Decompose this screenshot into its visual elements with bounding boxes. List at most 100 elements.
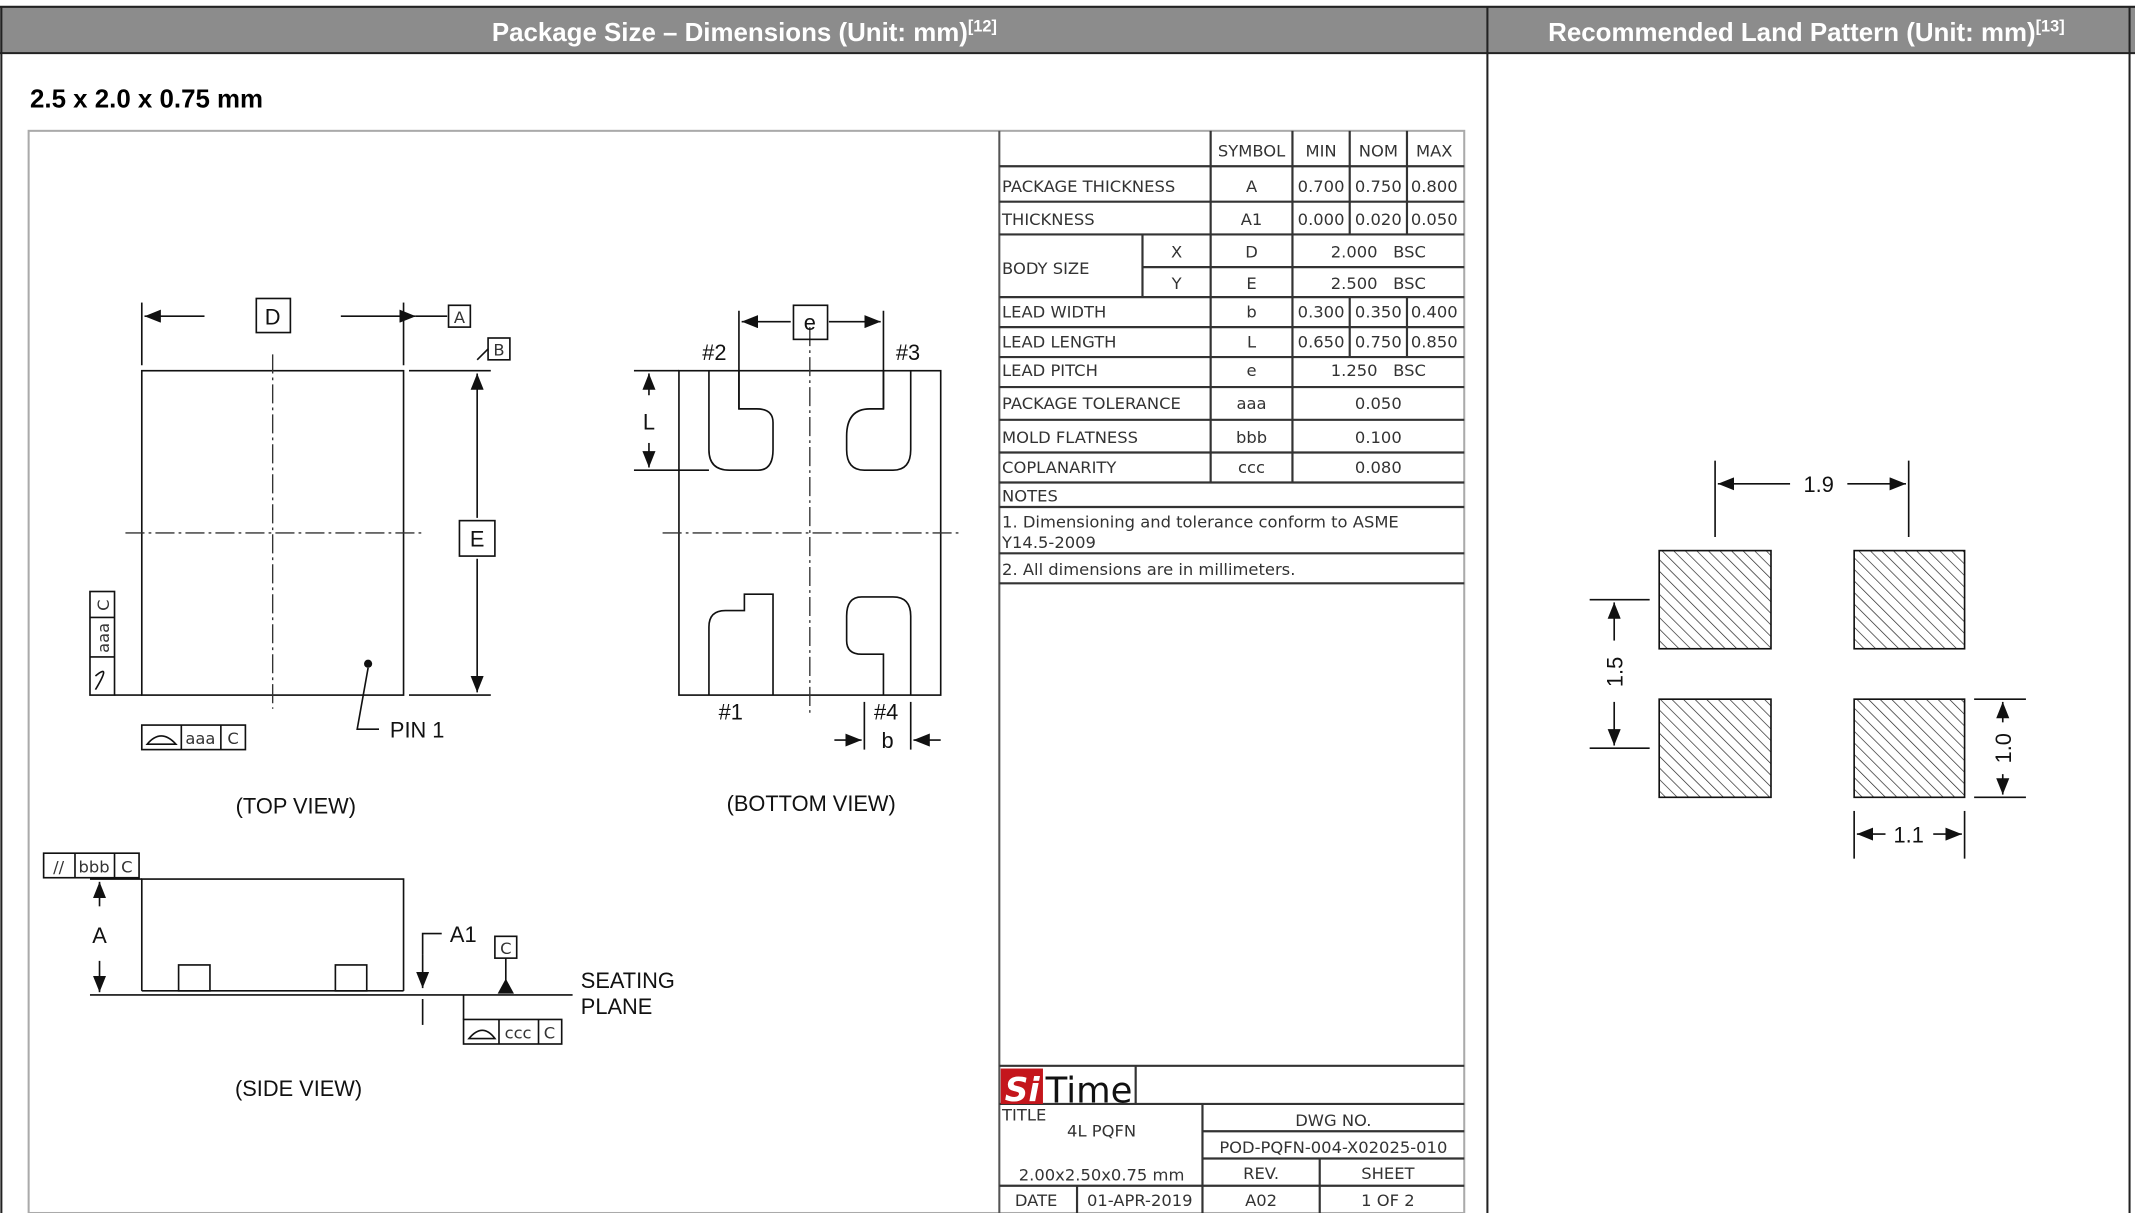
svg-text:0.080: 0.080 xyxy=(1355,458,1402,477)
svg-text:LEAD PITCH: LEAD PITCH xyxy=(1002,361,1098,380)
note-1-cont: Y14.5-2009 xyxy=(1001,533,1096,552)
svg-text:0.020: 0.020 xyxy=(1355,210,1402,229)
svg-text:0.050: 0.050 xyxy=(1411,210,1458,229)
svg-text:Si: Si xyxy=(1005,1071,1041,1109)
pin1-bottom-label: #1 xyxy=(719,700,743,725)
sitime-logo: Si Time xyxy=(1000,1068,1132,1112)
pitch-y-label: 1.5 xyxy=(1602,657,1627,687)
sheet-label: SHEET xyxy=(1361,1164,1415,1183)
dim-pitch-label: e xyxy=(804,310,816,335)
svg-text:0.300: 0.300 xyxy=(1298,303,1345,322)
table-row: BODY SIZE X D 2.000 BSC xyxy=(1002,243,1426,278)
svg-text:0.700: 0.700 xyxy=(1298,177,1345,196)
svg-text:THICKNESS: THICKNESS xyxy=(1001,210,1095,229)
tol-aaa: aaa xyxy=(185,729,215,748)
land-pad xyxy=(1853,698,1966,799)
svg-text:b: b xyxy=(1246,303,1256,322)
dwg-no-label: DWG NO. xyxy=(1295,1111,1371,1130)
svg-text:LEAD LENGTH: LEAD LENGTH xyxy=(1002,333,1116,352)
dwg-no: POD-PQFN-004-X02025-010 xyxy=(1219,1138,1447,1157)
svg-text:2.500 BSC: 2.500 BSC xyxy=(1331,274,1426,293)
svg-text:0.750: 0.750 xyxy=(1355,333,1402,352)
package-size-label: 2.5 x 2.0 x 0.75 mm xyxy=(30,86,263,114)
svg-text:bbb: bbb xyxy=(1236,428,1267,447)
svg-text:0.100: 0.100 xyxy=(1355,428,1402,447)
svg-text:A: A xyxy=(1246,177,1258,196)
svg-text:A1: A1 xyxy=(1241,210,1263,229)
table-row: LEAD LENGTH L 0.650 0.750 0.850 xyxy=(1002,333,1458,352)
notes-title: NOTES xyxy=(1002,487,1058,506)
rev-label: REV. xyxy=(1243,1164,1279,1183)
svg-text:0.000: 0.000 xyxy=(1298,210,1345,229)
title-block: Si Time TITLE 4L PQFN 2.00x2.50x0.75 mm … xyxy=(999,1064,1465,1213)
svg-text:aaa: aaa xyxy=(94,623,113,653)
table-row: THICKNESS A1 0.000 0.020 0.050 xyxy=(1001,210,1458,229)
svg-text:MOLD FLATNESS: MOLD FLATNESS xyxy=(1002,428,1138,447)
rev-value: A02 xyxy=(1245,1191,1277,1210)
svg-text:2.000 BSC: 2.000 BSC xyxy=(1331,243,1426,262)
svg-text:BODY SIZE: BODY SIZE xyxy=(1002,259,1089,278)
col-nom: NOM xyxy=(1359,142,1398,161)
datum-a: A xyxy=(454,308,466,327)
pin4-label: #4 xyxy=(874,700,898,725)
top-view: D A E B PIN 1 aaa C aaa C (TOP VIEW) xyxy=(89,297,511,819)
land-pad xyxy=(1853,549,1966,650)
svg-text:Y: Y xyxy=(1171,274,1183,293)
svg-text:0.750: 0.750 xyxy=(1355,177,1402,196)
tol-ccc: ccc xyxy=(505,1024,532,1043)
col-symbol: SYMBOL xyxy=(1218,142,1286,161)
header-package-size: Package Size – Dimensions (Unit: mm)[12] xyxy=(492,17,997,47)
svg-text:0.800: 0.800 xyxy=(1411,177,1458,196)
svg-text:aaa: aaa xyxy=(1237,394,1267,413)
dim-d-label: D xyxy=(265,304,281,329)
svg-text:D: D xyxy=(1245,243,1258,262)
tol-bbb: bbb xyxy=(79,857,110,876)
table-row: PACKAGE TOLERANCE aaa 0.050 xyxy=(1002,394,1402,413)
seating-label: SEATING xyxy=(581,968,675,993)
table-row: LEAD PITCH e 1.250 BSC xyxy=(1002,361,1426,380)
date-label: DATE xyxy=(1015,1191,1058,1210)
pad-height-label: 1.0 xyxy=(1991,733,2016,763)
svg-text:C: C xyxy=(94,599,113,610)
table-row: Y E 2.500 BSC xyxy=(1171,274,1426,293)
side-view-caption: (SIDE VIEW) xyxy=(235,1076,362,1101)
svg-text:0.050: 0.050 xyxy=(1355,394,1402,413)
datum-c: C xyxy=(500,939,511,958)
note-2: 2. All dimensions are in millimeters. xyxy=(1002,560,1295,579)
pad-width-label: 1.1 xyxy=(1894,822,1924,847)
svg-text:E: E xyxy=(1246,274,1256,293)
title-label: TITLE xyxy=(1001,1105,1046,1124)
sheet-value: 1 OF 2 xyxy=(1361,1191,1414,1210)
table-header: Package Size – Dimensions (Unit: mm)[12]… xyxy=(0,5,2135,1213)
col-max: MAX xyxy=(1416,142,1452,161)
drawing-title: 4L PQFN xyxy=(1067,1122,1136,1141)
svg-text:ccc: ccc xyxy=(1238,458,1265,477)
dim-b-label: b xyxy=(881,728,893,753)
svg-text:0.650: 0.650 xyxy=(1298,333,1345,352)
svg-text:PACKAGE TOLERANCE: PACKAGE TOLERANCE xyxy=(1002,394,1181,413)
bottom-view: e #2 #3 L #1 #4 b (BOTTOM VIEW) xyxy=(633,304,959,816)
svg-text:PACKAGE THICKNESS: PACKAGE THICKNESS xyxy=(1002,177,1175,196)
dim-a1-label: A1 xyxy=(450,922,477,947)
pitch-x-label: 1.9 xyxy=(1804,472,1834,497)
svg-text:COPLANARITY: COPLANARITY xyxy=(1002,458,1117,477)
dim-e-label: E xyxy=(470,527,485,552)
date-value: 01-APR-2019 xyxy=(1087,1191,1193,1210)
land-pattern: 1.9 1.5 1.0 1.1 xyxy=(1589,460,2026,859)
svg-text:0.850: 0.850 xyxy=(1411,333,1458,352)
table-row: MOLD FLATNESS bbb 0.100 xyxy=(1002,428,1402,447)
land-pad xyxy=(1658,698,1772,799)
col-min: MIN xyxy=(1306,142,1337,161)
tol-c-ccc: C xyxy=(544,1024,555,1043)
datum-b: B xyxy=(493,341,504,360)
drawing-frame xyxy=(27,129,1466,1213)
pin3-label: #3 xyxy=(896,340,920,365)
dim-l-label: L xyxy=(643,409,655,434)
svg-text:LEAD WIDTH: LEAD WIDTH xyxy=(1002,303,1106,322)
top-view-caption: (TOP VIEW) xyxy=(236,794,356,819)
header-land-pattern: Recommended Land Pattern (Unit: mm)[13] xyxy=(1548,17,2065,47)
bottom-view-caption: (BOTTOM VIEW) xyxy=(727,791,896,816)
svg-text:X: X xyxy=(1171,243,1182,262)
dim-a-label: A xyxy=(92,923,107,948)
